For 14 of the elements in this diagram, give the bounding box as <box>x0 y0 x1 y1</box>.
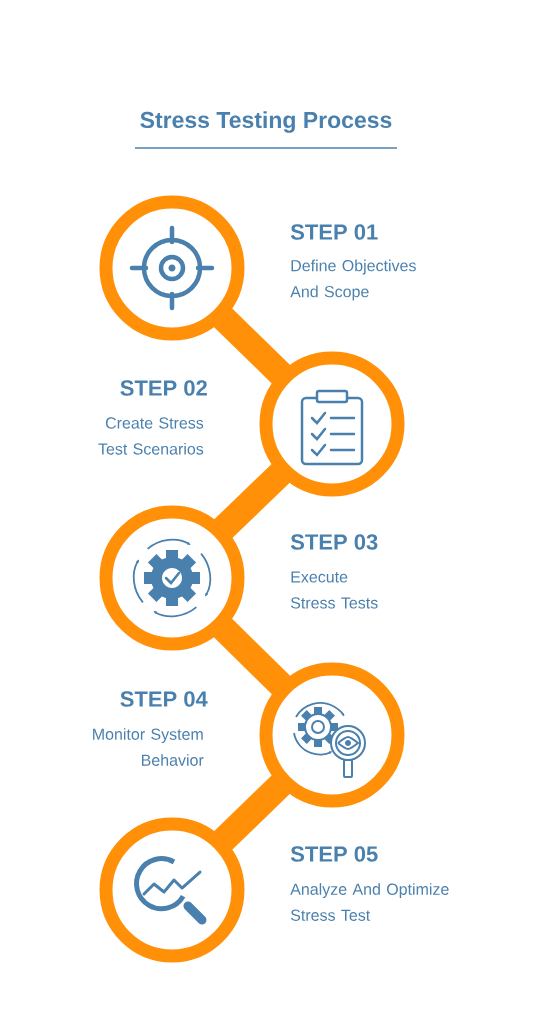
step-number: STEP 04 <box>120 691 208 707</box>
step-circle <box>259 351 405 497</box>
step-number: STEP 03 <box>290 534 378 550</box>
step-number: STEP 02 <box>120 380 207 396</box>
step-description: Create Stress Test Scenarios <box>98 417 204 455</box>
step-circle <box>99 817 245 963</box>
step-description: Execute Stress Tests <box>290 571 378 609</box>
title: Stress Testing Process <box>140 111 392 133</box>
step-description: Define Objectives And Scope <box>290 259 416 301</box>
step-description: Monitor System Behavior <box>93 728 204 766</box>
step-number: STEP 01 <box>290 224 378 240</box>
step-description: Analyze And Optimize Stress Test <box>290 883 449 921</box>
step-number: STEP 05 <box>290 846 378 862</box>
connector-bar <box>210 615 294 698</box>
